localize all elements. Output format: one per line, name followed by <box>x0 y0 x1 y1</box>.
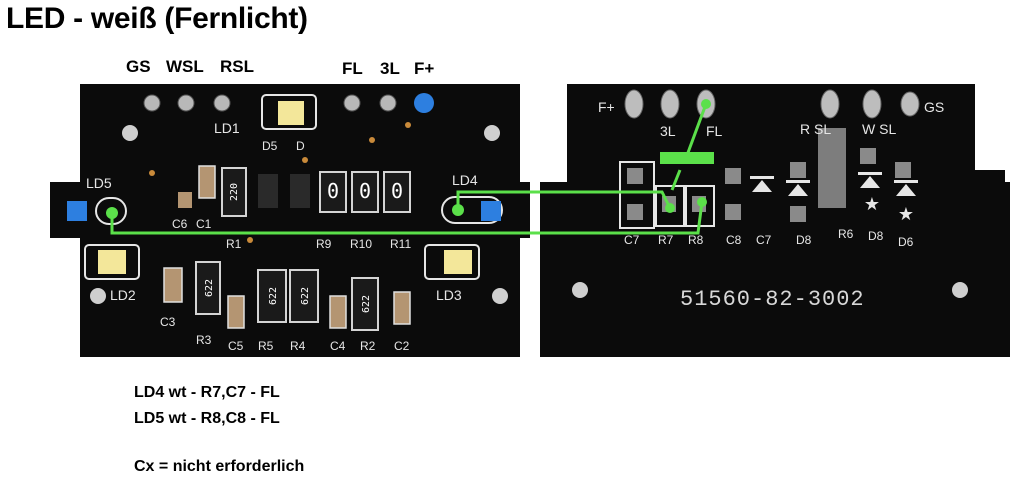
wire-bridge <box>660 152 714 164</box>
silk-back-r8: R8 <box>688 233 704 247</box>
silk-back-d6: D6 <box>898 235 914 249</box>
pcb-back: ★ ★ F+ 3L FL R SL W SL GS C7 R7 R8 C8 C7… <box>540 84 1010 357</box>
marking-r1: 220 <box>229 183 240 201</box>
wire-fl <box>684 103 708 159</box>
silk-d: D <box>296 139 305 153</box>
silk-d5: D5 <box>262 139 278 153</box>
silk-back-3l: 3L <box>660 123 676 139</box>
board-code: 51560-82-3002 <box>680 287 865 312</box>
note-ld5: LD5 wt - R8,C8 - FL <box>134 410 280 427</box>
wire-node-r8 <box>697 197 707 207</box>
silk-r4a: R4 <box>290 339 306 353</box>
silk-ld5: LD5 <box>86 175 112 191</box>
silk-back-c8: C8 <box>726 233 742 247</box>
label-gs: GS <box>126 57 151 76</box>
silk-c2: C2 <box>394 339 410 353</box>
page-title: LED - weiß (Fernlicht) <box>6 2 308 35</box>
silk-back-d8b: D8 <box>868 229 884 243</box>
ld4-footprint <box>441 196 503 224</box>
marking-r9: 0 <box>327 179 339 203</box>
pcb-front: 220 0 0 0 622 622 622 622 LD1 LD2 LD3 LD… <box>50 84 530 357</box>
wire-node-r7 <box>665 203 675 213</box>
silk-back-r6: R6 <box>838 227 854 241</box>
silk-c4: C4 <box>330 339 346 353</box>
silk-back-d8a: D8 <box>796 233 812 247</box>
silk-ld1: LD1 <box>214 120 240 136</box>
marking-r2: 622 <box>361 295 372 313</box>
silk-r2: R2 <box>360 339 376 353</box>
wire-ld4-r7 <box>456 190 672 210</box>
note-ld4: LD4 wt - R7,C7 - FL <box>134 384 280 401</box>
marker-ld4 <box>481 201 501 221</box>
wire-node-fl <box>701 99 711 109</box>
silk-c6: C6 <box>172 217 188 231</box>
silk-back-fl: FL <box>706 123 723 139</box>
label-rsl: RSL <box>220 57 254 76</box>
silk-back-wsl: W SL <box>862 121 896 137</box>
silk-r3: R3 <box>196 333 212 347</box>
ld3-led <box>424 244 480 280</box>
marking-r4: 622 <box>300 287 311 305</box>
silk-r9: R9 <box>316 237 332 251</box>
silk-c1: C1 <box>196 217 212 231</box>
label-3l: 3L <box>380 59 400 78</box>
silk-back-rsl: R SL <box>800 121 831 137</box>
note-cx: Cx = nicht erforderlich <box>134 458 305 475</box>
label-fplus: F+ <box>414 59 435 78</box>
silk-c3: C3 <box>160 315 176 329</box>
resistor-markings: 220 0 0 0 622 622 622 622 <box>204 179 403 313</box>
ld1-led <box>261 94 317 130</box>
silk-ld2: LD2 <box>110 287 136 303</box>
wiring <box>110 103 708 235</box>
silk-back-fplus: F+ <box>598 99 615 115</box>
marking-r10: 0 <box>359 179 371 203</box>
wire-node-ld4 <box>452 204 464 216</box>
silk-r10: R10 <box>350 237 372 251</box>
label-wsl: WSL <box>166 57 204 76</box>
silk-ld4: LD4 <box>452 172 478 188</box>
silk-r1: R1 <box>226 237 242 251</box>
marking-r3: 622 <box>204 279 215 297</box>
ld2-led <box>84 244 140 280</box>
silk-r5: R5 <box>258 339 274 353</box>
marker-fplus <box>414 93 434 113</box>
wire-node-ld5 <box>106 207 118 219</box>
label-fl: FL <box>342 59 363 78</box>
marking-r5: 622 <box>268 287 279 305</box>
svg-text:★: ★ <box>864 194 880 215</box>
silk-back-c7a: C7 <box>624 233 640 247</box>
silk-c5: C5 <box>228 339 244 353</box>
silk-r11: R11 <box>390 237 411 251</box>
silk-back-c7b: C7 <box>756 233 772 247</box>
marker-ld5 <box>67 201 87 221</box>
marking-r11: 0 <box>391 179 403 203</box>
silk-back-r7: R7 <box>658 233 674 247</box>
silk-ld3: LD3 <box>436 287 462 303</box>
wire-ld5-r8 <box>110 201 704 235</box>
silk-back-gs: GS <box>924 99 944 115</box>
svg-text:★: ★ <box>898 204 914 225</box>
